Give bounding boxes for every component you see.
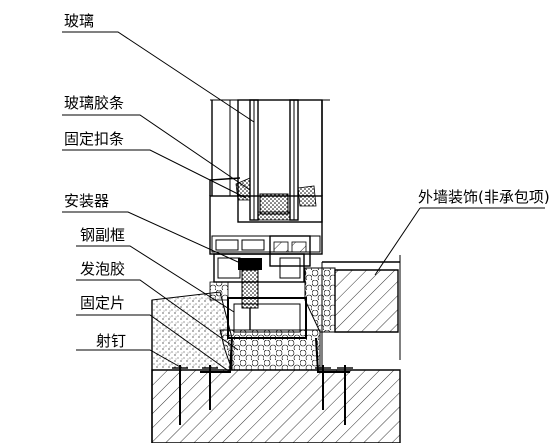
glass-panes: [249, 99, 299, 221]
glazing-gaskets: [235, 177, 317, 207]
label-installer: 安装器: [64, 192, 109, 210]
fixing-screw: [238, 258, 262, 330]
window-sash: [210, 99, 330, 223]
label-fixing-plate: 固定片: [80, 294, 125, 312]
label-glass-gasket: 玻璃胶条: [64, 94, 124, 112]
label-steel-subframe: 钢副框: [80, 226, 125, 244]
nail-shots: [172, 365, 353, 425]
label-nail-shot: 射钉: [96, 332, 126, 350]
steel-subframe: [227, 297, 307, 339]
leader-lines: [62, 31, 545, 373]
spacer-and-sealant: [257, 193, 291, 221]
label-glass: 玻璃: [64, 12, 94, 30]
foam-adhesive-fill: [209, 267, 336, 371]
label-foam-adhesive: 发泡胶: [80, 260, 125, 278]
label-fixing-bead: 固定扣条: [64, 130, 124, 148]
label-exterior-finish: 外墙装饰(非承包项): [418, 188, 550, 206]
